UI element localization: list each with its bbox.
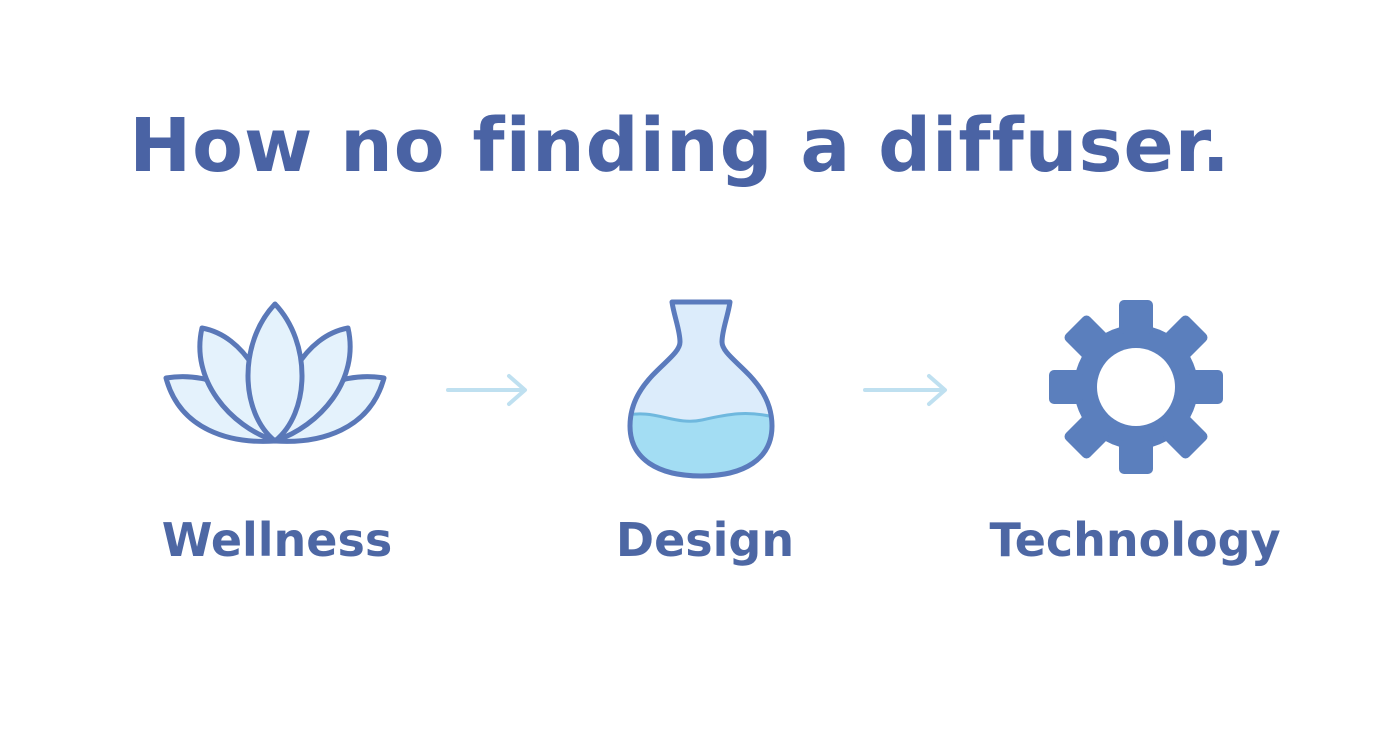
flask-icon [627, 299, 775, 479]
arrow-right-icon [863, 374, 947, 406]
step-label-design: Design [615, 513, 795, 567]
diagram-title: How no finding a diffuser. [129, 103, 1231, 189]
step-label-technology: Technology [989, 513, 1281, 567]
gear-icon [1049, 300, 1223, 474]
arrow-right-icon [446, 374, 527, 406]
step-label-wellness: Wellness [161, 513, 393, 567]
lotus-icon [163, 301, 387, 444]
